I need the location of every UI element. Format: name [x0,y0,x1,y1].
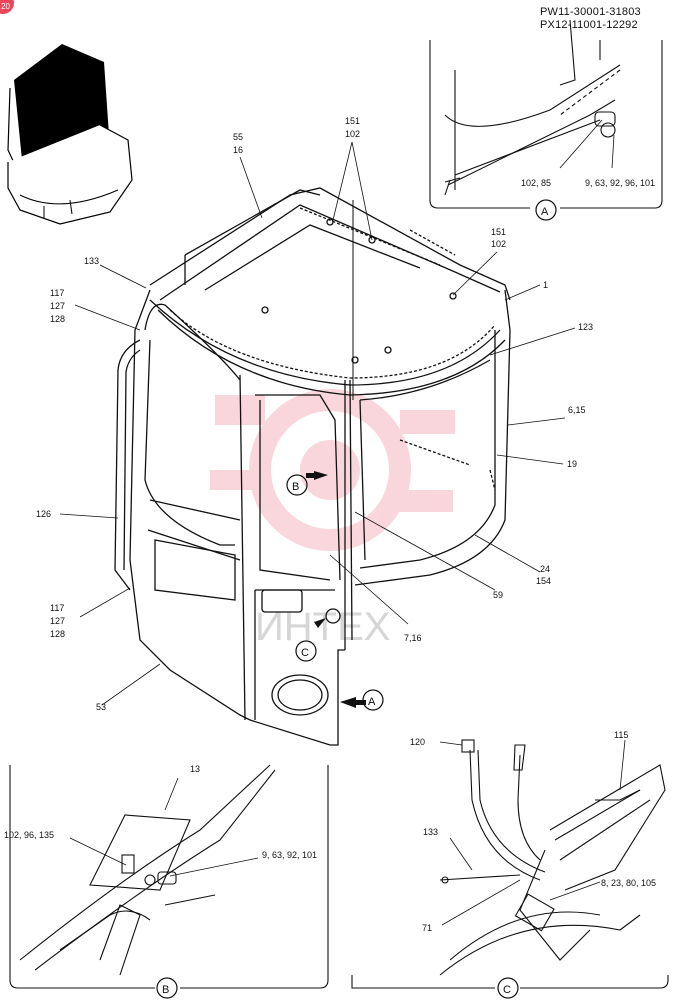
svg-text:151: 151 [491,227,506,237]
callout-a-main: A [362,689,384,711]
callout-c-main: C [295,640,317,662]
svg-text:102: 102 [345,129,360,139]
detail-c-label-115: 115 [614,730,628,740]
svg-text:128: 128 [50,629,65,639]
svg-text:133: 133 [84,256,99,266]
svg-text:A: A [541,206,549,218]
svg-text:7,16: 7,16 [404,633,422,643]
detail-a-label-left: 102, 85 [521,178,551,188]
detail-a-label-right: 9, 63, 92, 96, 101 [585,178,655,188]
callout-b-main: B [286,474,308,496]
detail-a [429,19,663,209]
svg-text:B: B [292,481,299,493]
detail-c-label-71: 71 [422,923,432,933]
svg-text:B: B [162,984,169,996]
detail-b-label-left: 102, 96, 135 [4,830,54,840]
svg-text:126: 126 [36,509,51,519]
detail-b [9,764,329,989]
svg-text:C: C [503,984,511,996]
callout-c-detail: C [497,977,519,999]
svg-text:C: C [301,647,309,659]
svg-text:59: 59 [493,590,503,600]
svg-text:151: 151 [345,116,360,126]
callout-a-detail: A [535,199,557,221]
svg-text:16: 16 [233,145,243,155]
svg-text:127: 127 [50,301,65,311]
svg-text:6,15: 6,15 [568,405,586,415]
leader-lines [59,141,576,706]
callout-b-detail: B [156,977,178,999]
cab-thumbnail-icon [7,44,133,225]
detail-b-label-13: 13 [190,764,200,774]
detail-c-label-133: 133 [423,827,438,837]
svg-text:53: 53 [96,702,106,712]
cab-body [114,187,511,746]
svg-text:24: 24 [540,564,550,574]
svg-text:117: 117 [50,288,64,298]
svg-text:1: 1 [543,280,548,290]
serial-range-2: PX12-11001-12292 [540,19,638,31]
svg-text:154: 154 [536,576,551,586]
svg-text:123: 123 [578,322,593,332]
page-badge: 20 [0,0,14,14]
callout-arrows [306,471,366,708]
svg-text:A: A [368,696,376,708]
svg-text:117: 117 [50,603,64,613]
detail-c-label-8: 8, 23, 80, 105 [601,878,656,888]
serial-range-1: PW11-30001-31803 [540,6,641,18]
detail-c [351,739,669,989]
detail-b-label-right: 9, 63, 92, 101 [262,850,317,860]
main-labels: 55 16 151 102 151 102 1 133 117 127 128 … [36,116,593,712]
svg-text:102: 102 [491,239,506,249]
detail-c-label-120: 120 [410,737,425,747]
svg-text:55: 55 [233,132,243,142]
svg-text:128: 128 [50,314,65,324]
svg-text:19: 19 [567,459,577,469]
svg-text:127: 127 [50,616,65,626]
